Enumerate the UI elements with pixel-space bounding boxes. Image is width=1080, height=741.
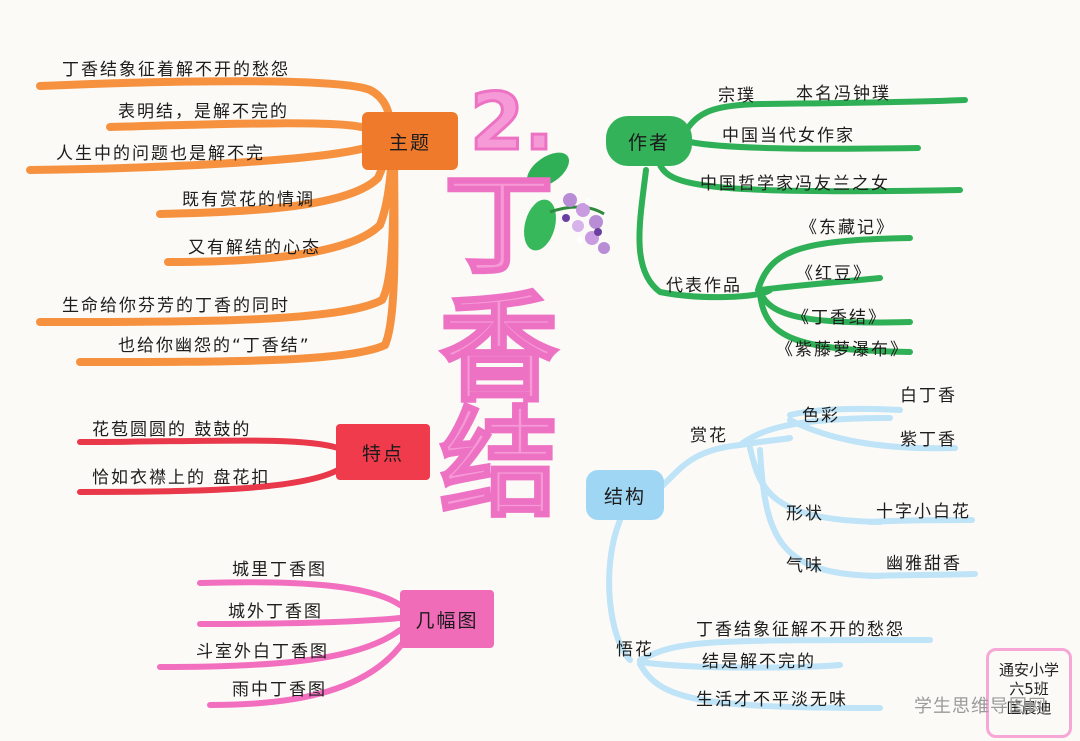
signature: 通安小学 六5班 匡晨迪 [986,648,1072,738]
pictures-branches [157,579,408,708]
title-char-3: 结 [438,395,559,533]
color-value: 白丁香 [900,386,957,406]
theme-item: 又有解结的心态 [188,238,321,258]
pictures-item: 斗室外白丁香图 [196,642,329,662]
title-char-2: 香 [438,280,559,418]
title-char-1: 丁 [443,161,556,289]
theme-item: 丁香结象征着解不开的愁怨 [62,60,290,80]
color-label: 色彩 [802,406,840,426]
title-number: 2. [469,78,556,168]
insight-item: 生活才不平淡无味 [696,690,848,710]
theme-node: 主题 [362,112,458,170]
color-value: 紫丁香 [900,430,957,450]
theme-branches [26,77,399,366]
shape-value: 十字小白花 [876,502,971,522]
author-fact: 中国哲学家冯友兰之女 [700,174,890,194]
structure-branches [606,405,978,711]
scent-value: 幽雅甜香 [886,554,962,574]
author-work: 《东藏记》 [800,218,895,238]
scent-label: 气味 [786,556,824,576]
theme-item: 表明结，是解不完的 [118,102,289,122]
pictures-item: 雨中丁香图 [232,680,327,700]
features-item: 花苞圆圆的 鼓鼓的 [92,420,252,440]
features-node: 特点 [336,424,430,480]
pictures-node: 几幅图 [400,590,494,648]
theme-item: 人生中的问题也是解不完 [56,144,265,164]
insight-item: 丁香结象征解不开的愁怨 [696,620,905,640]
author-work: 《丁香结》 [792,308,887,328]
insight-item: 结是解不完的 [702,652,816,672]
theme-item: 生命给你芬芳的丁香的同时 [62,296,290,316]
appreciate-label: 赏花 [690,426,728,446]
author-node: 作者 [606,116,692,166]
pictures-item: 城外丁香图 [228,602,323,622]
signature-name: 匡晨迪 [1006,699,1052,717]
theme-item: 既有赏花的情调 [182,190,315,210]
lilac-flower-illustration [524,152,610,254]
author-work: 《紫藤萝瀑布》 [776,340,909,360]
author-fact: 中国当代女作家 [722,126,855,146]
watermark: 学生思维导图网 [914,696,1047,717]
author-works-label: 代表作品 [666,276,742,296]
author-real-name: 本名冯钟璞 [796,84,891,104]
shape-label: 形状 [786,504,824,524]
structure-node: 结构 [586,470,664,520]
insight-label: 悟花 [616,640,654,660]
signature-class: 六5班 [1009,680,1049,698]
features-item: 恰如衣襟上的 盘花扣 [92,468,271,488]
author-work: 《红豆》 [796,264,872,284]
signature-school: 通安小学 [998,661,1059,679]
features-branches [77,437,341,495]
pictures-item: 城里丁香图 [232,560,327,580]
theme-item: 也给你幽怨的“丁香结” [118,336,311,356]
author-name: 宗璞 [718,86,756,106]
author-branches [636,97,968,355]
